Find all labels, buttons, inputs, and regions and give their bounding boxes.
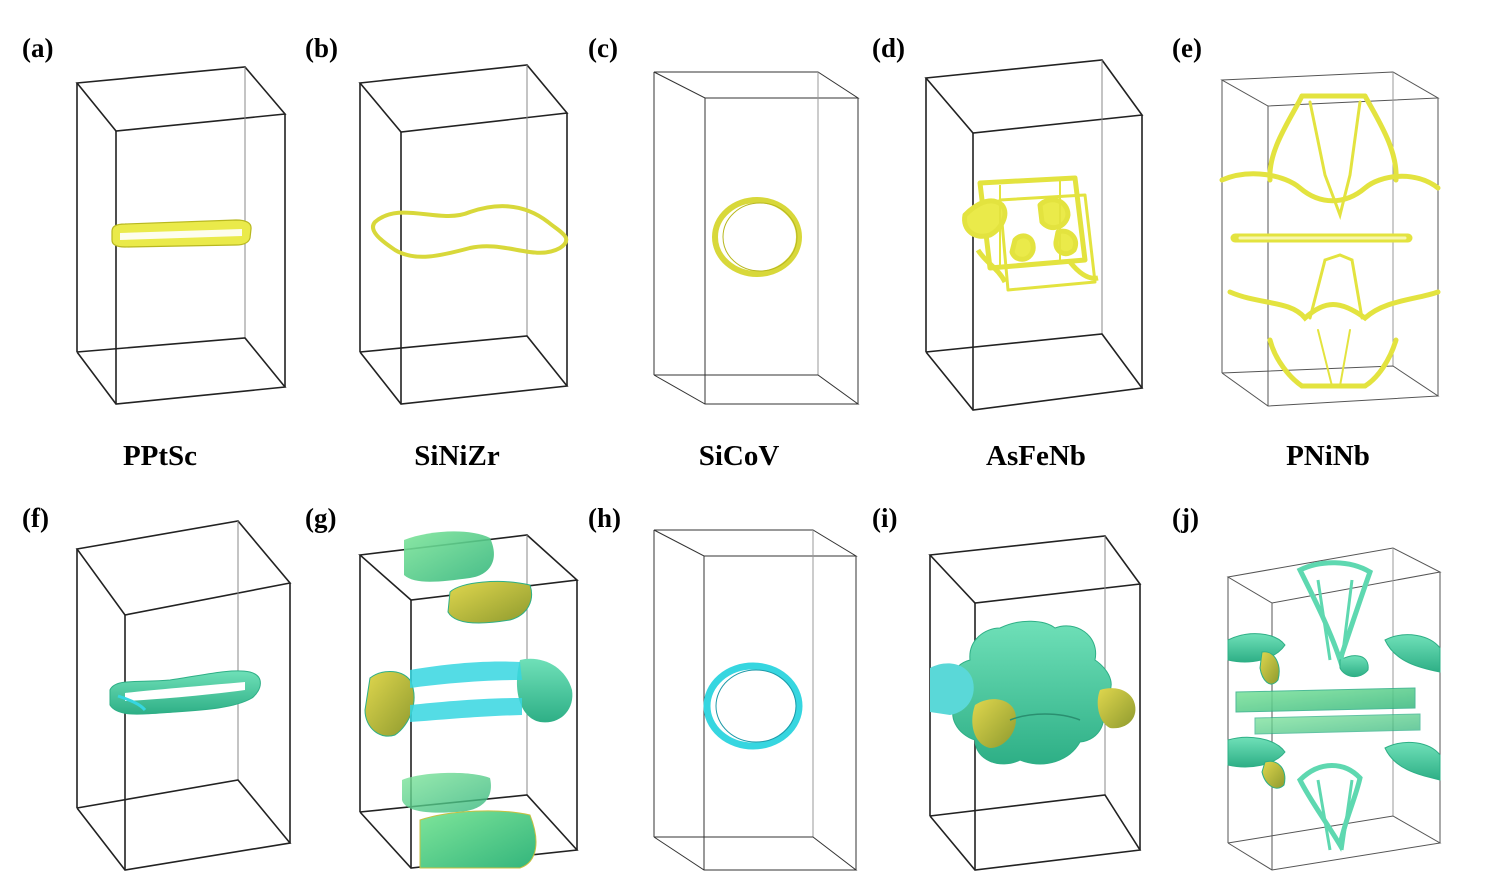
panel-j xyxy=(1226,547,1442,871)
panel-label-g: (g) xyxy=(305,503,336,533)
panel-a xyxy=(75,66,287,405)
fermi-surface-d xyxy=(962,175,1099,292)
panel-g xyxy=(358,531,579,869)
brillouin-box-f xyxy=(75,520,292,871)
panel-label-a: (a) xyxy=(22,33,53,63)
brillouin-box-d xyxy=(924,59,1144,411)
brillouin-box-a xyxy=(75,66,287,405)
panel-label-f: (f) xyxy=(22,503,49,533)
panel-label-e: (e) xyxy=(1172,33,1202,63)
fermi-surface-i xyxy=(930,620,1136,765)
fermi-surface-a xyxy=(111,219,252,248)
compound-label-asfenb: AsFeNb xyxy=(986,440,1086,472)
brillouin-box-b xyxy=(358,64,569,405)
brillouin-box-c xyxy=(653,71,860,405)
panel-b xyxy=(358,64,569,405)
panel-label-j: (j) xyxy=(1172,503,1199,533)
brillouin-box-j xyxy=(1226,547,1442,871)
fermi-surface-j xyxy=(1227,560,1441,852)
fermi-surface-f xyxy=(109,670,261,715)
compound-label-pptsc: PPtSc xyxy=(123,440,197,472)
panel-f xyxy=(75,520,292,871)
fermi-surface-g xyxy=(364,531,573,869)
panel-i xyxy=(928,535,1142,871)
panel-h xyxy=(653,529,858,871)
panel-e xyxy=(1219,71,1441,407)
fermi-surface-h xyxy=(703,662,803,750)
fermi-surface-e xyxy=(1219,93,1441,389)
panel-label-c: (c) xyxy=(588,33,618,63)
panel-c xyxy=(653,71,860,405)
panel-label-d: (d) xyxy=(872,33,905,63)
brillouin-box-h xyxy=(653,529,858,871)
brillouin-box-e xyxy=(1220,71,1440,407)
compound-label-sicov: SiCoV xyxy=(699,440,780,472)
panel-label-i: (i) xyxy=(872,503,897,533)
compound-label-pninb: PNiNb xyxy=(1286,440,1370,472)
panel-label-h: (h) xyxy=(588,503,621,533)
compound-label-sinizr: SiNiZr xyxy=(414,440,500,472)
panel-label-b: (b) xyxy=(305,33,338,63)
panel-d xyxy=(924,59,1144,411)
fermi-surface-c xyxy=(712,197,802,277)
fermi-surface-b xyxy=(371,204,569,259)
